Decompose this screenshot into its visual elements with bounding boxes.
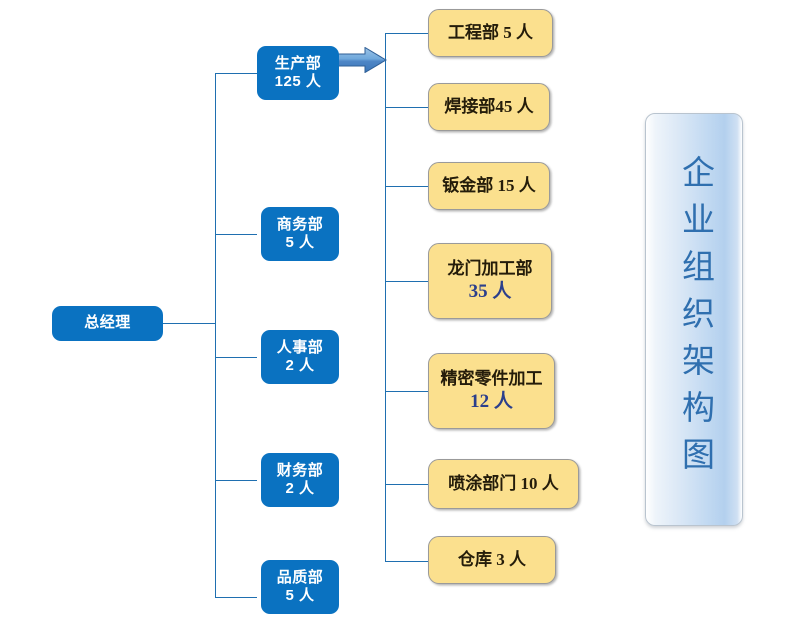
node-quality-dept[interactable]: 品质部 5 人 [261,560,339,614]
node-finance-dept[interactable]: 财务部 2 人 [261,453,339,507]
node-label-line1: 龙门加工部 [447,258,533,278]
node-welding-dept[interactable]: 焊接部45 人 [428,83,550,131]
node-label-line2: 5 人 [285,587,315,604]
connector-branch-business [215,234,257,235]
node-label-line1: 焊接部45 人 [444,96,534,116]
connector-main-trunk [215,73,216,598]
node-label-line1: 仓库 3 人 [458,549,526,569]
node-label-line2: 125 人 [274,73,322,90]
node-sheetmetal-dept[interactable]: 钣金部 15 人 [428,162,550,210]
node-hr-dept[interactable]: 人事部 2 人 [261,330,339,384]
node-label-line2: 35 人 [468,280,512,302]
title-banner: 企业组织架构图 [645,113,743,526]
connector-sub-sheetmetal [385,186,428,187]
node-label-line2: 12 人 [470,390,513,412]
connector-sub-warehouse [385,561,428,562]
node-painting-dept[interactable]: 喷涂部门 10 人 [428,459,579,509]
node-general-manager[interactable]: 总经理 [52,306,163,341]
node-label-line2: 5 人 [285,234,315,251]
connector-root-to-trunk [163,323,215,324]
node-label-line2: 2 人 [285,357,315,374]
node-warehouse[interactable]: 仓库 3 人 [428,536,556,584]
title-banner-text: 企业组织架构图 [676,155,713,484]
connector-sub-painting [385,484,428,485]
node-label-line1: 喷涂部门 10 人 [448,473,559,493]
node-label-line1: 生产部 [274,54,322,72]
node-engineering-dept[interactable]: 工程部 5 人 [428,9,553,57]
connector-branch-finance [215,480,257,481]
connector-branch-quality [215,597,257,598]
node-label-line1: 钣金部 15 人 [442,175,536,195]
node-label-line1: 商务部 [276,215,324,233]
node-precision-parts-dept[interactable]: 精密零件加工 12 人 [428,353,555,429]
connector-sub-welding [385,107,428,108]
connector-sub-engineering [385,33,428,34]
node-business-dept[interactable]: 商务部 5 人 [261,207,339,261]
connector-branch-hr [215,357,257,358]
node-label-line2: 2 人 [285,480,315,497]
node-label-line1: 财务部 [276,461,324,479]
node-label-line1: 总经理 [84,314,131,332]
connector-branch-production [215,73,257,74]
node-label-line1: 工程部 5 人 [448,22,533,42]
node-production-dept[interactable]: 生产部 125 人 [257,46,339,100]
production-arrow-icon [331,47,387,73]
node-label-line1: 人事部 [276,338,324,356]
node-gantry-dept[interactable]: 龙门加工部 35 人 [428,243,552,319]
node-label-line1: 品质部 [276,568,324,586]
connector-production-trunk [385,33,386,561]
connector-sub-precision [385,391,428,392]
node-label-line1: 精密零件加工 [440,368,543,388]
connector-sub-gantry [385,281,428,282]
